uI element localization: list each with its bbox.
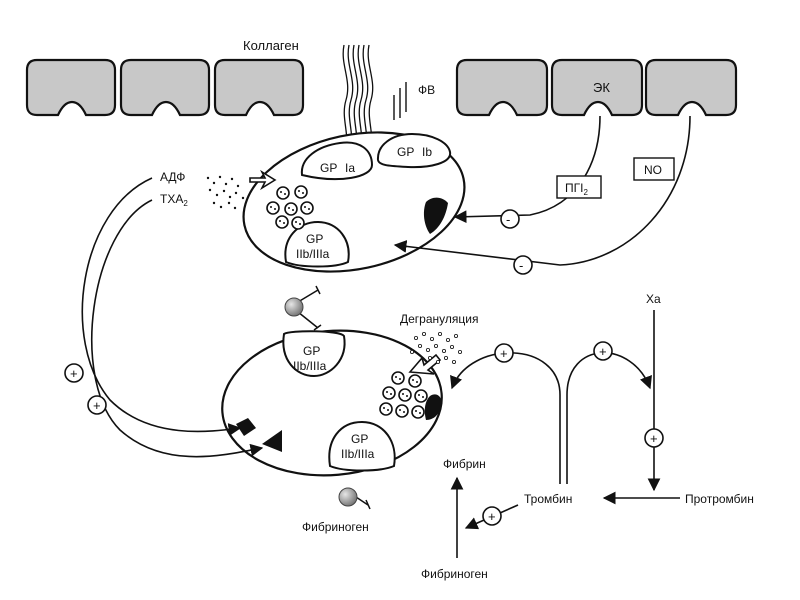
plus-sign-thrombin-xa: + — [593, 341, 613, 361]
fibrinogen-bottom-label: Фибриноген — [421, 567, 488, 581]
minus-sign-pgi2: - — [500, 209, 520, 229]
plus-sign-fibrin: + — [482, 506, 502, 526]
endothelial-cell-6 — [644, 58, 738, 117]
gp-top-label: GP — [306, 232, 323, 246]
vwf-label: ФВ — [418, 83, 435, 97]
pgi2-box: ПГI2 — [556, 175, 602, 199]
gp-ia-receptor — [300, 141, 374, 181]
no-label: NO — [644, 163, 662, 177]
prothrombin-label: Протромбин — [685, 492, 754, 506]
gp-ia-label-2: Ia — [345, 161, 355, 175]
thrombin-label: Тромбин — [524, 492, 572, 506]
plus-sign-xa: + — [644, 428, 664, 448]
endothelial-cell-4 — [455, 58, 549, 117]
degranulation-arrow — [408, 353, 442, 375]
gp-iib-iiia-receptor-top — [284, 220, 350, 268]
plus-sign-adp: + — [64, 363, 84, 383]
collagen-label: Коллаген — [243, 38, 299, 53]
endothelial-cell-3 — [213, 58, 305, 117]
gp-bot-sublabel: IIb/IIIa — [341, 447, 375, 461]
gp-ib-label-1: GP — [397, 145, 414, 159]
minus-sign-no: - — [513, 255, 533, 275]
release-arrow-top — [249, 169, 277, 191]
degranulation-dots — [409, 331, 462, 364]
thrombin-to-xa-loop — [566, 352, 652, 484]
gp-top-sublabel: IIb/IIIa — [296, 247, 330, 261]
plus-sign-thrombin-platelet: + — [494, 343, 514, 363]
svg-text:+: + — [599, 344, 607, 359]
svg-text:+: + — [93, 398, 101, 413]
gp-iib-iiia-receptor-bottom — [328, 420, 396, 472]
gp-ib-label-2: Ib — [422, 145, 432, 159]
adp-txa2-feedback-paths — [81, 177, 264, 458]
granule-dots-top — [270, 190, 310, 225]
xa-label: Xa — [646, 292, 661, 306]
fibrin-label: Фибрин — [443, 457, 486, 471]
fibrinogen-bottom-platelet — [338, 487, 371, 510]
gp-mid-label: GP — [303, 344, 320, 358]
inhibitor-site-top — [423, 197, 448, 234]
no-box: NO — [633, 157, 675, 181]
svg-text:+: + — [500, 346, 508, 361]
pgi2-path — [453, 115, 601, 224]
endothelial-cell-row — [25, 58, 738, 117]
svg-text:+: + — [488, 509, 496, 524]
gp-iib-iiia-receptor-mid — [282, 330, 346, 378]
ec-label: ЭК — [593, 80, 610, 95]
gp-ib-receptor — [376, 132, 452, 169]
fibrinogen-platelet-label: Фибриноген — [302, 520, 369, 534]
pgi2-label: ПГI2 — [565, 181, 588, 197]
svg-text:-: - — [519, 258, 523, 273]
gp-bot-label: GP — [351, 432, 368, 446]
svg-text:+: + — [70, 366, 78, 381]
platelet-bottom: GP IIb/IIIa GP IIb/IIIa — [221, 329, 443, 477]
endothelial-cell-5 — [550, 58, 644, 117]
endothelial-cell-2 — [119, 58, 211, 117]
thrombin-to-platelet-loop — [450, 352, 561, 484]
no-path — [393, 115, 691, 266]
adp-label: АДФ — [160, 170, 185, 184]
endothelial-cell-1 — [25, 58, 117, 117]
vwf-lines — [393, 82, 407, 120]
thrombin-receptor-site — [424, 394, 442, 420]
granule-dots-bottom — [383, 376, 424, 414]
platelet-top: GP Ia GP Ib GP IIb/IIIa — [242, 131, 466, 273]
gp-mid-sublabel: IIb/IIIa — [293, 359, 327, 373]
svg-text:+: + — [650, 431, 658, 446]
txa2-receptor-site — [262, 430, 282, 452]
fibrinogen-bridge — [284, 285, 322, 331]
txa2-label: ТХА2 — [160, 192, 188, 208]
secreted-mediators-dots — [206, 175, 245, 210]
svg-text:-: - — [506, 212, 510, 227]
granules-bottom — [379, 371, 428, 419]
granules-top — [266, 185, 314, 230]
plus-sign-txa2: + — [87, 395, 107, 415]
degranulation-label: Дегрануляция — [400, 312, 478, 326]
gp-ia-label-1: GP — [320, 161, 337, 175]
